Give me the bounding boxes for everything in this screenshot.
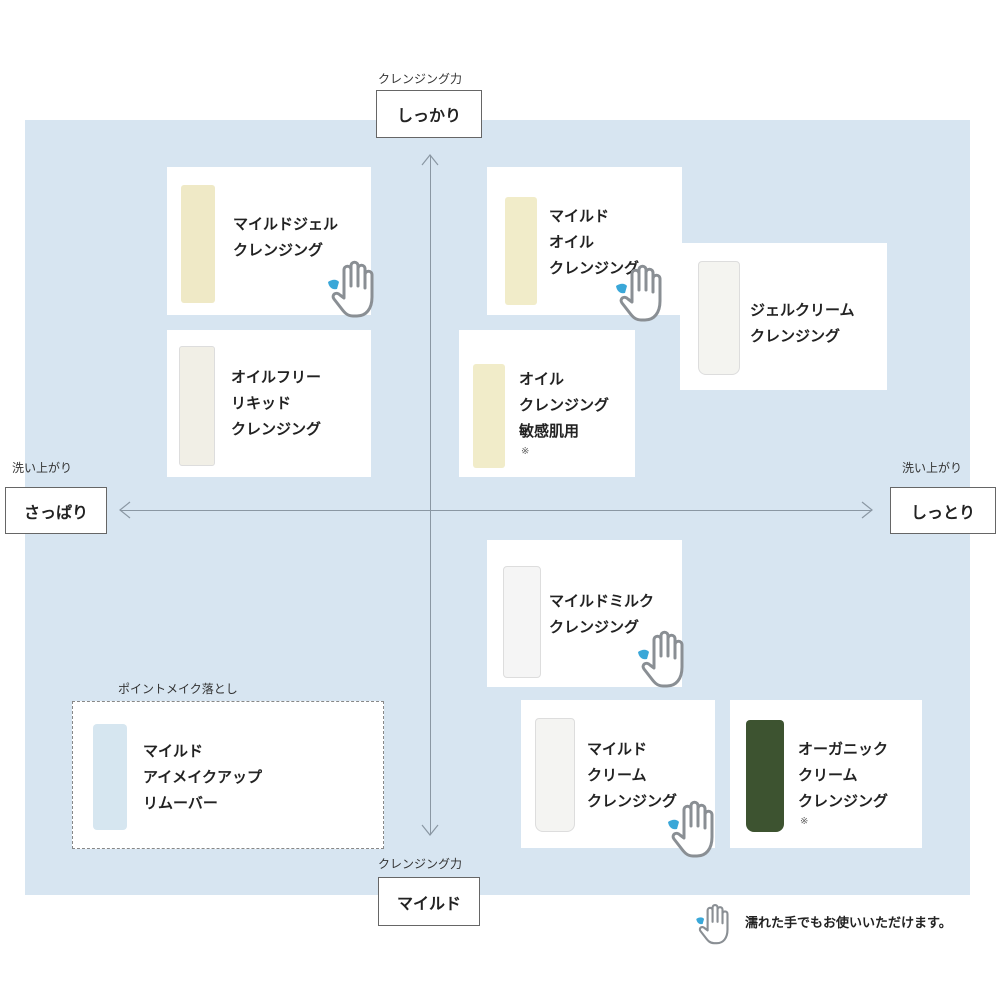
product-name: マイルドミルク クレンジング [549,592,655,636]
product-image [505,197,537,305]
product-card-mild-oil[interactable]: マイルド オイル クレンジング [487,167,682,315]
product-name: オイル クレンジング 敏感肌用 [519,370,610,440]
product-name: オイルフリー リキッド クレンジング [231,368,322,438]
product-card-mild-gel[interactable]: マイルドジェル クレンジング [167,167,371,315]
product-name: オーガニック クリーム クレンジング [798,740,889,810]
product-image [535,718,575,832]
top-axis-label: しっかり [376,90,482,138]
wet-hand-icon [322,258,384,320]
right-axis-caption: 洗い上がり [902,461,963,475]
product-card-gel-cream[interactable]: ジェルクリーム クレンジング [680,243,887,390]
left-axis-caption: 洗い上がり [12,461,73,475]
horizontal-axis [120,510,872,511]
product-name: マイルドジェル クレンジング [233,215,339,259]
product-image [698,261,740,375]
bottom-axis-label: マイルド [378,877,480,926]
wet-hand-icon [632,628,694,690]
product-image [93,724,127,830]
product-name: マイルド オイル クレンジング [549,207,640,277]
left-axis-label: さっぱり [5,487,107,534]
point-makeup-caption: ポイントメイク落とし [118,682,238,696]
wet-hands-legend: 濡れた手でもお使いいただけます。 [745,916,952,931]
wet-hand-icon [610,262,672,324]
product-image [181,185,215,303]
right-axis-label: しっとり [890,487,996,534]
bottom-axis-caption: クレンジング力 [378,857,463,871]
product-card-oil-free-liquid[interactable]: オイルフリー リキッド クレンジング [167,330,371,477]
wet-hand-icon [692,902,736,946]
vertical-axis [430,155,431,835]
product-card-eye-makeup-remover[interactable]: マイルド アイメイクアップ リムーバー [72,701,384,849]
product-note: ※ [521,446,530,457]
product-card-oil-sensitive[interactable]: オイル クレンジング 敏感肌用 ※ [459,330,635,477]
product-name: マイルド アイメイクアップ リムーバー [143,742,262,812]
product-card-mild-milk[interactable]: マイルドミルク クレンジング [487,540,682,687]
product-image [746,720,784,832]
product-image [503,566,541,678]
product-name: マイルド クリーム クレンジング [587,740,678,810]
product-image [473,364,505,468]
product-name: ジェルクリーム クレンジング [750,301,855,345]
product-card-organic-cream[interactable]: オーガニック クリーム クレンジング ※ [730,700,922,848]
top-axis-caption: クレンジング力 [378,72,463,86]
wet-hand-icon [662,798,724,860]
product-note: ※ [800,816,809,827]
product-image [179,346,215,466]
